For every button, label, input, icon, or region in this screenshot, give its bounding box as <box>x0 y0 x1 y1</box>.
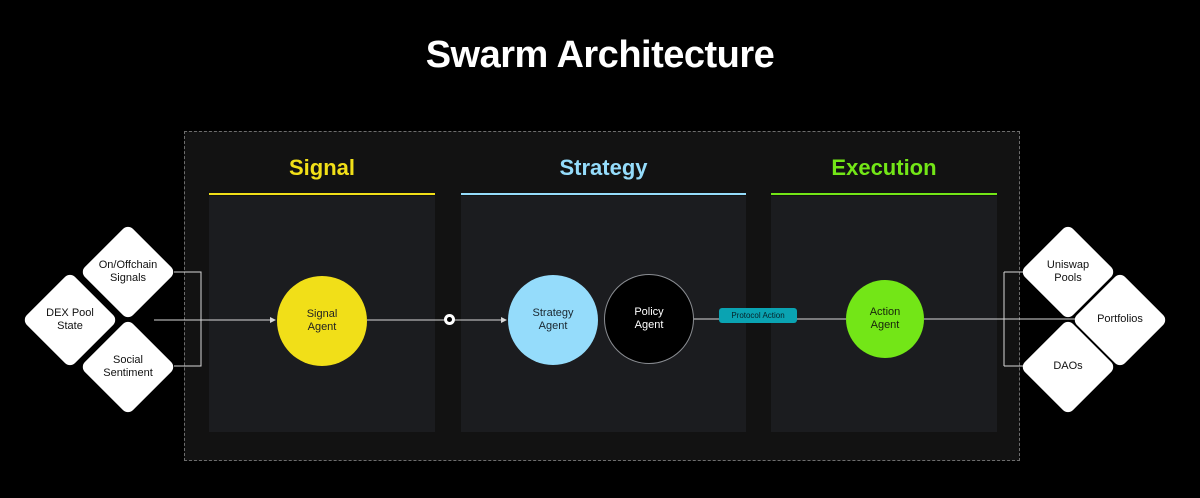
strategy-agent-node: Strategy Agent <box>508 275 598 365</box>
output-label-daos: DAOs <box>1053 360 1083 372</box>
output-label-portfolios: Portfolios <box>1097 313 1143 325</box>
input-label-dex-pool: DEX Pool State <box>46 307 94 332</box>
signal-agent-node: Signal Agent <box>277 276 367 366</box>
policy-agent-node: Policy Agent <box>604 274 694 364</box>
input-label-onoffchain: On/Offchain Signals <box>98 259 158 284</box>
stage-underline-execution <box>771 193 997 195</box>
stage-label-strategy: Strategy <box>559 155 648 180</box>
stage-label-signal: Signal <box>288 155 355 180</box>
action-agent-node: Action Agent <box>846 280 924 358</box>
diagram-title: Swarm Architecture <box>425 34 775 76</box>
stage-label-execution: Execution <box>831 155 937 180</box>
input-bracket <box>174 271 202 367</box>
stage-underline-strategy <box>461 193 746 195</box>
input-label-social: Social Sentiment <box>103 354 153 379</box>
output-label-uniswap: Uniswap Pools <box>1046 259 1090 284</box>
stage-underline-signal <box>209 193 435 195</box>
junction-node <box>444 314 455 325</box>
protocol-action-badge: Protocol Action <box>719 308 797 323</box>
